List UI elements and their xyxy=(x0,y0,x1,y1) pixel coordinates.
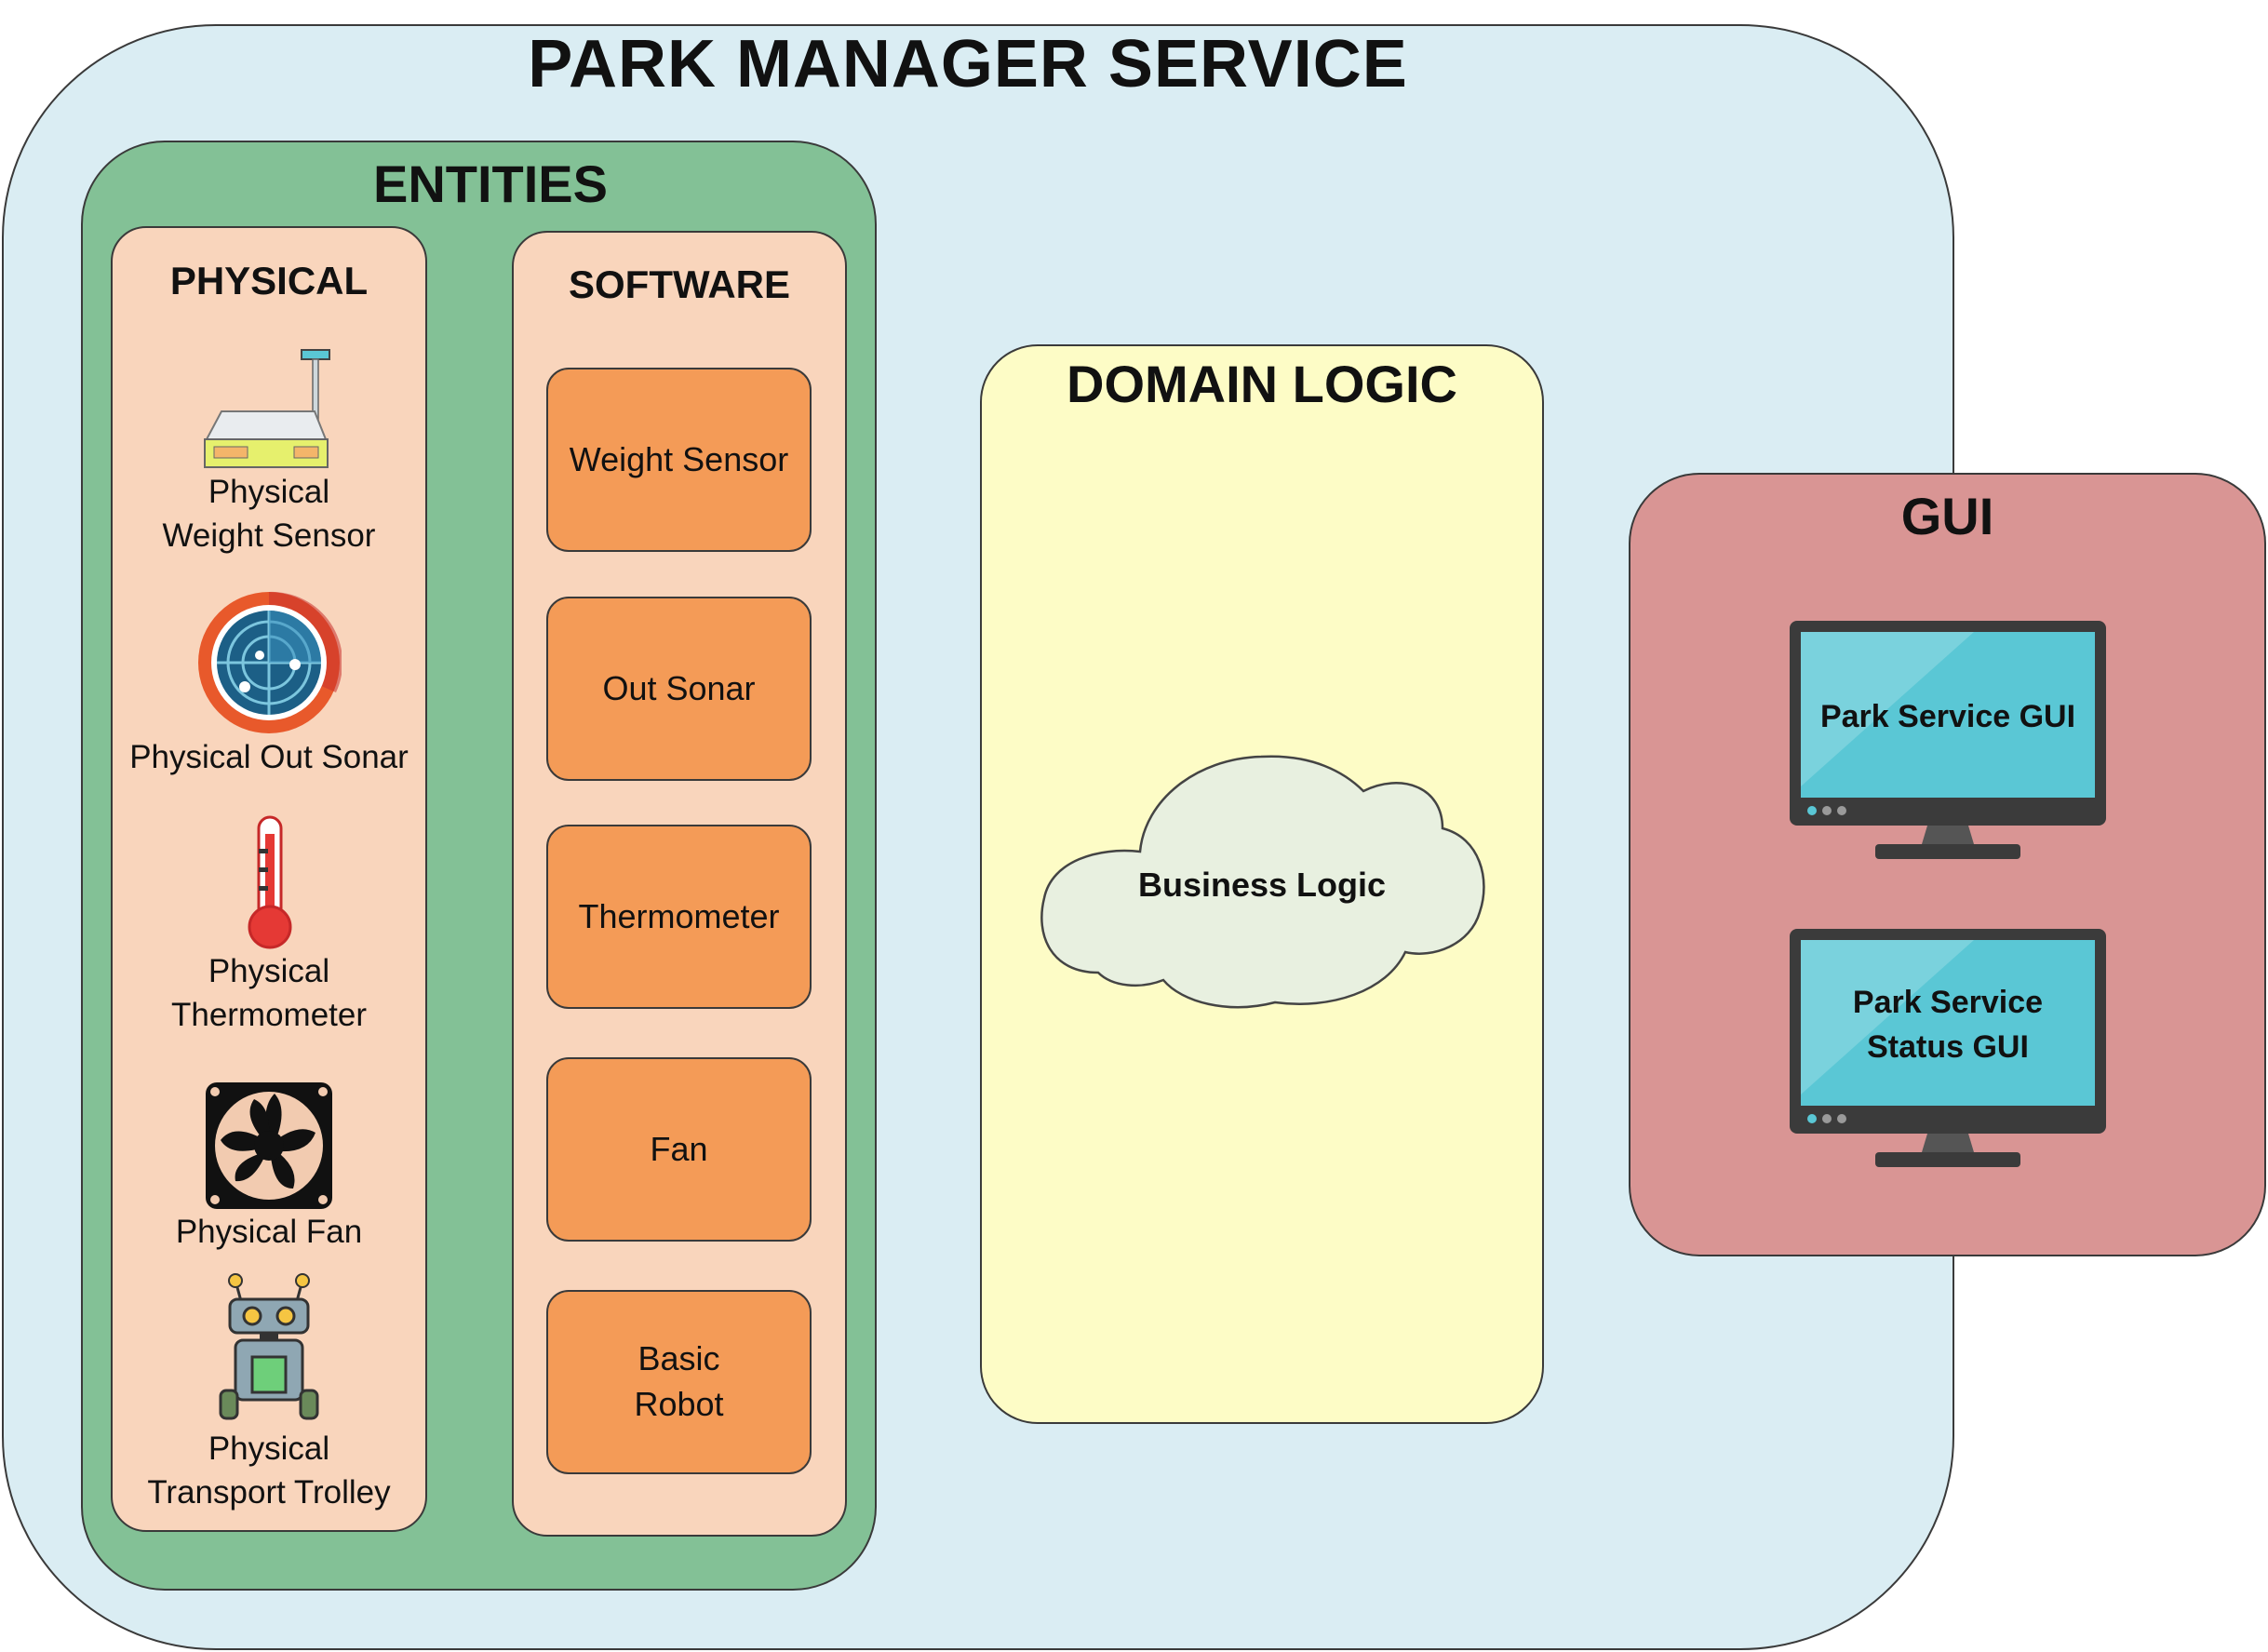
domain-logic-title: DOMAIN LOGIC xyxy=(1067,355,1457,413)
physical-thermometer-label: Physical Thermometer xyxy=(170,953,368,1034)
physical-fan-label: Physical Fan xyxy=(175,1214,363,1250)
business-logic-cloud xyxy=(1040,755,1485,1009)
software-fan-box: Fan xyxy=(546,1057,812,1242)
software-weight-sensor-box: Weight Sensor xyxy=(546,368,812,552)
service-title: PARK MANAGER SERVICE xyxy=(528,27,1408,101)
park-service-gui-monitor: Park Service GUI xyxy=(1788,619,2108,863)
fan-icon xyxy=(206,1082,332,1209)
weighing-scale-icon xyxy=(204,349,330,468)
physical-out-sonar-label: Physical Out Sonar xyxy=(129,739,409,775)
software-title: SOFTWARE xyxy=(569,262,790,306)
monitor-icon xyxy=(1790,929,2106,1167)
business-logic-label: Business Logic xyxy=(1137,866,1387,904)
physical-weight-sensor-label: Physical Weight Sensor xyxy=(162,474,376,555)
physical-title: PHYSICAL xyxy=(169,259,369,302)
park-service-status-gui-label: Park Service Status GUI xyxy=(1852,985,2044,1065)
entities-title: ENTITIES xyxy=(372,154,609,213)
park-service-status-gui-monitor: Park Service Status GUI xyxy=(1788,927,2108,1171)
gui-title: GUI xyxy=(1900,487,1994,545)
monitor-icon xyxy=(1790,621,2106,859)
robot-trolley-icon xyxy=(219,1273,319,1420)
software-out-sonar-box: Out Sonar xyxy=(546,597,812,781)
software-basic-robot-box: Basic Robot xyxy=(546,1290,812,1474)
sonar-radar-icon xyxy=(198,591,342,733)
thermometer-icon xyxy=(248,815,292,949)
software-thermometer-box: Thermometer xyxy=(546,825,812,1009)
park-service-gui-label: Park Service GUI xyxy=(1819,699,2076,734)
physical-transport-trolley-label: Physical Transport Trolley xyxy=(147,1430,391,1511)
